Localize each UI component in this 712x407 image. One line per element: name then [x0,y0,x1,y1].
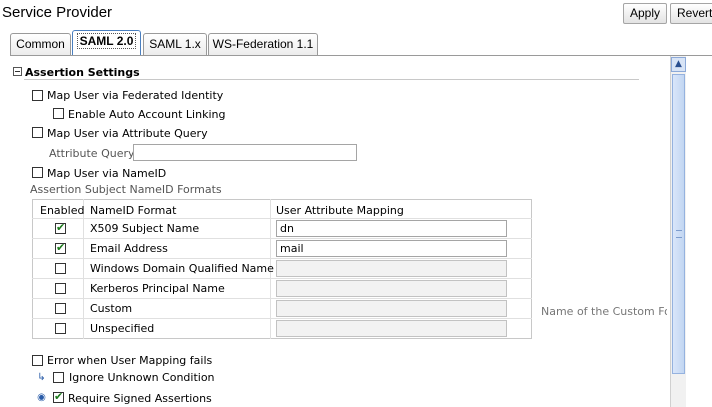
tab-common[interactable]: Common [10,33,71,55]
section-divider [24,79,639,80]
mapping-input-windows-domain[interactable] [276,260,507,277]
enable-unspecified-checkbox[interactable] [55,323,66,334]
error-mapping-checkbox[interactable] [32,355,43,366]
apply-button[interactable]: Apply [623,3,667,24]
require-signed-checkbox[interactable] [53,390,64,403]
map-attribute-checkbox[interactable] [32,127,43,138]
tab-saml-1x[interactable]: SAML 1.x [143,33,207,55]
vertical-scrollbar[interactable]: ▲ [670,56,686,407]
page-title: Service Provider [2,4,113,21]
advanced-setting-icon: ↳ [37,372,46,383]
map-nameid-checkbox[interactable] [32,167,43,178]
ignore-unknown-label: Ignore Unknown Condition [69,371,215,384]
scroll-up-icon[interactable]: ▲ [671,57,686,72]
section-header[interactable]: Assertion Settings [13,66,140,79]
nameid-format-custom: Custom [90,302,133,315]
require-signed-label: Require Signed Assertions [68,392,212,405]
mapping-input-custom[interactable] [276,300,507,317]
column-divider [270,199,271,339]
section-title: Assertion Settings [25,66,140,79]
attribute-query-input[interactable] [133,144,357,161]
tab-label: SAML 2.0 [76,33,137,49]
nameid-formats-label: Assertion Subject NameID Formats [30,183,222,196]
tab-label: Common [16,37,65,51]
row-divider [32,318,532,319]
nameid-format-unspecified: Unspecified [90,322,155,335]
tab-panel-border [10,55,712,56]
row-divider [32,298,532,299]
map-attribute-label: Map User via Attribute Query [47,127,208,140]
mapping-input-x509[interactable] [276,220,507,237]
enable-custom-checkbox[interactable] [55,303,66,314]
nameid-format-windows-domain: Windows Domain Qualified Name [90,262,274,275]
tab-ws-federation[interactable]: WS-Federation 1.1 [208,33,318,55]
tab-label: WS-Federation 1.1 [212,37,314,51]
row-divider [32,238,532,239]
column-header-mapping: User Attribute Mapping [276,204,404,217]
enable-email-checkbox[interactable] [55,241,66,254]
enable-windows-domain-checkbox[interactable] [55,263,66,274]
row-divider [32,258,532,259]
row-divider [32,278,532,279]
column-divider [83,199,84,339]
nameid-format-kerberos: Kerberos Principal Name [90,282,225,295]
attribute-query-label: Attribute Query [49,147,135,160]
column-header-enabled: Enabled [40,204,85,217]
scroll-thumb[interactable] [672,74,685,374]
row-divider [32,218,532,219]
mapping-input-unspecified[interactable] [276,320,507,337]
column-header-format: NameID Format [90,204,177,217]
error-mapping-label: Error when User Mapping fails [47,354,213,367]
advanced-setting-icon: ◉ [37,392,46,403]
auto-linking-label: Enable Auto Account Linking [68,108,226,121]
revert-button[interactable]: Revert [670,3,712,24]
ignore-unknown-checkbox[interactable] [53,372,64,383]
mapping-input-kerberos[interactable] [276,280,507,297]
grip-icon [676,230,682,238]
map-federated-label: Map User via Federated Identity [47,89,224,102]
nameid-format-x509: X509 Subject Name [90,222,200,235]
map-federated-checkbox[interactable] [32,90,43,101]
tab-saml-2[interactable]: SAML 2.0 [72,30,141,55]
nameid-formats-table [32,199,532,339]
enable-kerberos-checkbox[interactable] [55,283,66,294]
enable-x509-checkbox[interactable] [55,221,66,234]
auto-linking-checkbox[interactable] [53,108,64,119]
mapping-input-email[interactable] [276,240,507,257]
map-nameid-label: Map User via NameID [47,167,167,180]
custom-format-note: Name of the Custom Format [541,305,667,318]
nameid-format-email: Email Address [90,242,168,255]
tab-label: SAML 1.x [149,37,201,51]
collapse-icon[interactable] [13,67,22,76]
